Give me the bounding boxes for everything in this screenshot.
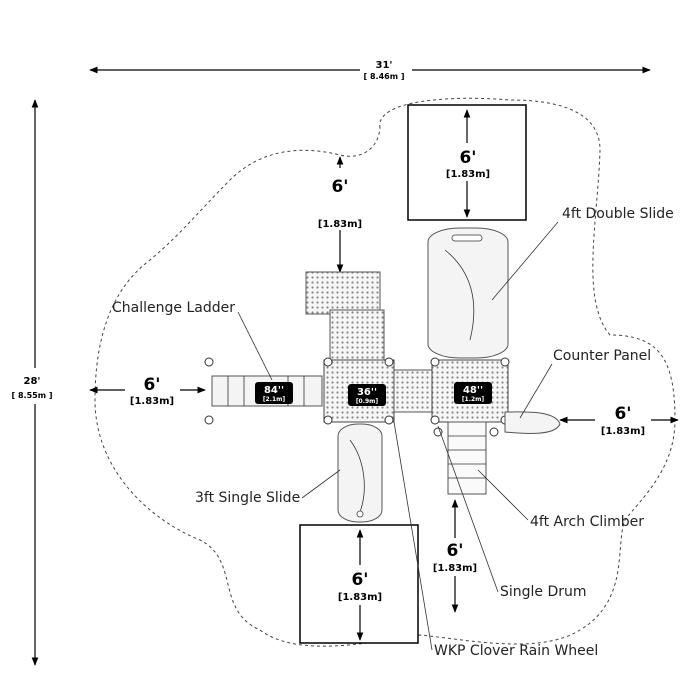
- clearance-top-ft: 6': [459, 148, 476, 168]
- callout-arch-climber: 4ft Arch Climber: [530, 514, 644, 530]
- deck-label-84: 84'' [2.1m]: [255, 382, 293, 404]
- callout-counter-panel: Counter Panel: [553, 348, 651, 364]
- clearance-upper-ft: 6': [331, 177, 348, 197]
- svg-text:36'': 36'': [357, 387, 377, 398]
- arch-climber: [433, 421, 499, 495]
- svg-text:[1.2m]: [1.2m]: [462, 396, 485, 403]
- clearance-right-m: [1.83m]: [601, 426, 645, 437]
- overall-width-ft: 31': [376, 60, 393, 71]
- svg-text:[2.1m]: [2.1m]: [263, 396, 286, 403]
- clearance-bottom-ft: 6': [351, 570, 368, 590]
- counter-panel: [504, 411, 561, 435]
- upper-panels: [305, 271, 385, 361]
- svg-text:84'': 84'': [264, 385, 284, 396]
- single-slide: [337, 423, 383, 523]
- callout-rain-wheel: WKP Clover Rain Wheel: [434, 643, 598, 659]
- callout-single-slide: 3ft Single Slide: [195, 490, 300, 506]
- clearance-right-ft: 6': [614, 404, 631, 424]
- clearance-br-m: [1.83m]: [433, 563, 477, 574]
- overall-depth-ft: 28': [24, 376, 41, 387]
- svg-text:[0.9m]: [0.9m]: [356, 398, 379, 405]
- double-slide: [427, 227, 509, 359]
- use-zone-outline: [94, 97, 676, 647]
- clearance-bottom-m: [1.83m]: [338, 592, 382, 603]
- callout-double-slide: 4ft Double Slide: [562, 206, 674, 222]
- clearance-left-ft: 6': [143, 375, 160, 395]
- deck-label-36: 36'' [0.9m]: [348, 384, 386, 406]
- svg-text:48'': 48'': [463, 385, 483, 396]
- bridge-panel: [393, 369, 433, 413]
- clearance-br-ft: 6': [446, 541, 463, 561]
- deck-label-48: 48'' [1.2m]: [454, 382, 492, 404]
- clearance-upper-m: [1.83m]: [318, 219, 362, 230]
- callout-challenge-ladder: Challenge Ladder: [112, 300, 235, 316]
- clearance-left-m: [1.83m]: [130, 396, 174, 407]
- overall-depth-m: [ 8.55m ]: [12, 391, 53, 400]
- clearance-top-m: [1.83m]: [446, 169, 490, 180]
- callout-single-drum: Single Drum: [500, 584, 587, 600]
- overall-width-m: [ 8.46m ]: [364, 72, 405, 81]
